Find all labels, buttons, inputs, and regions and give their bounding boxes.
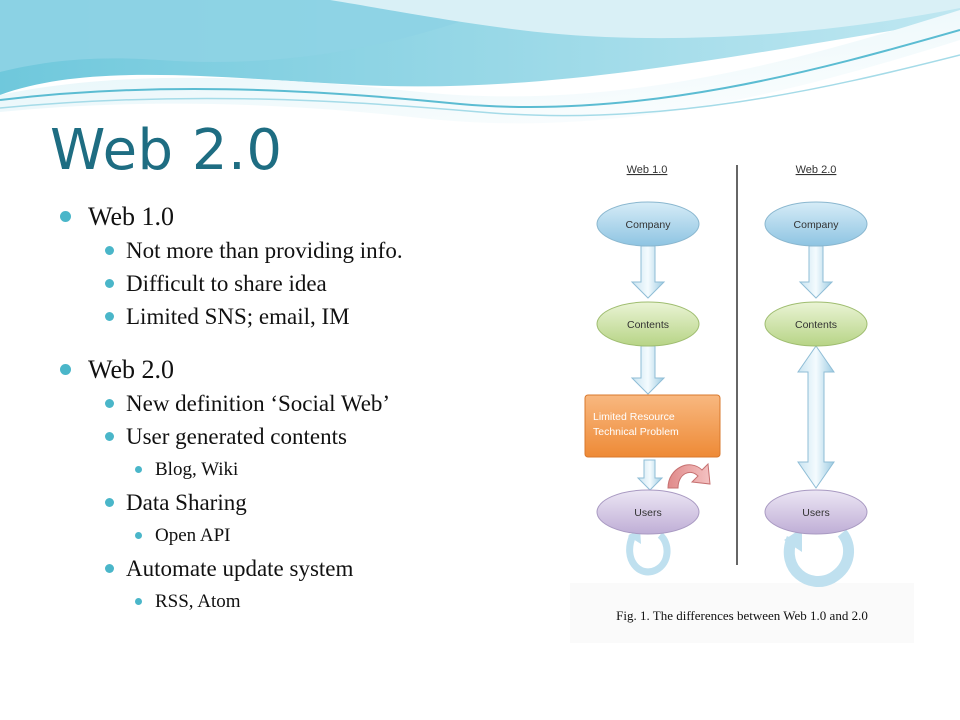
- bullet-subitem: Open API: [60, 519, 560, 552]
- bullet-list: Web 1.0 Not more than providing info. Di…: [60, 200, 560, 618]
- bullet-text: Automate update system: [126, 556, 354, 581]
- limitation-line2: Technical Problem: [593, 426, 679, 438]
- down-arrow-icon: [636, 459, 664, 491]
- bullet-dot: [60, 211, 71, 222]
- limitation-line1: Limited Resource: [593, 411, 675, 423]
- bullet-dot: [105, 279, 114, 288]
- bullet-item: Not more than providing info.: [60, 234, 560, 267]
- bullet-text: Web 2.0: [88, 355, 174, 384]
- bullet-dot: [105, 399, 114, 408]
- bullet-item: User generated contents: [60, 420, 560, 453]
- bullet-item: Difficult to share idea: [60, 267, 560, 300]
- bullet-text: Blog, Wiki: [155, 459, 239, 480]
- bullet-item: New definition ‘Social Web’: [60, 387, 560, 420]
- bullet-dot: [105, 246, 114, 255]
- bullet-text: Web 1.0: [88, 202, 174, 231]
- bullet-dot: [135, 598, 142, 605]
- bullet-text: RSS, Atom: [155, 591, 241, 612]
- slide-title: Web 2.0: [50, 118, 283, 183]
- col2-header: Web 2.0: [796, 164, 837, 176]
- bullet-subitem: RSS, Atom: [60, 585, 560, 618]
- users-label: Users: [802, 507, 829, 519]
- users-node-web20: [764, 489, 868, 535]
- cycle-arrow-head: [784, 528, 802, 552]
- blocked-return-arrow-icon: [667, 462, 711, 489]
- limitation-box: [584, 394, 721, 458]
- bullet-dot: [135, 466, 142, 473]
- bullet-dot: [105, 432, 114, 441]
- bullet-dot: [105, 312, 114, 321]
- users-node-web10: [596, 489, 700, 535]
- company-node-web20: [764, 201, 868, 247]
- header-wave-decoration: [0, 0, 960, 124]
- cycle-arrow-icon: [626, 532, 671, 576]
- bullet-dot: [105, 498, 114, 507]
- bullet-web10: Web 1.0: [60, 200, 560, 234]
- col1-header: Web 1.0: [627, 164, 668, 176]
- web-comparison-diagram: Web 1.0 Web 2.0 Company Contents Users L…: [584, 151, 868, 587]
- bullet-web20: Web 2.0: [60, 353, 560, 387]
- contents-node-web10: [596, 301, 700, 347]
- bullet-text: User generated contents: [126, 424, 347, 449]
- cycle-arrow-icon: [783, 529, 854, 587]
- contents-label: Contents: [627, 319, 669, 331]
- col1-header-box: [597, 151, 697, 187]
- down-arrow-icon: [630, 245, 666, 299]
- bidirectional-arrow-icon: [797, 345, 835, 489]
- bullet-text: Data Sharing: [126, 490, 247, 515]
- company-label: Company: [794, 219, 840, 231]
- down-arrow-icon: [630, 345, 666, 395]
- company-node-web10: [596, 201, 700, 247]
- bullet-item: Automate update system: [60, 552, 560, 585]
- bullet-dot: [105, 564, 114, 573]
- contents-label: Contents: [795, 319, 837, 331]
- bullet-item: Data Sharing: [60, 486, 560, 519]
- bullet-text: Limited SNS; email, IM: [126, 304, 350, 329]
- bullet-item: Limited SNS; email, IM: [60, 300, 560, 333]
- bullet-text: Not more than providing info.: [126, 238, 403, 263]
- bullet-text: Difficult to share idea: [126, 271, 327, 296]
- col2-header-box: [765, 151, 865, 187]
- figure-caption-background: [570, 583, 914, 643]
- users-label: Users: [634, 507, 661, 519]
- bullet-text: Open API: [155, 525, 231, 546]
- bullet-dot: [60, 364, 71, 375]
- contents-node-web20: [764, 301, 868, 347]
- bullet-text: New definition ‘Social Web’: [126, 391, 391, 416]
- bullet-dot: [135, 532, 142, 539]
- company-label: Company: [626, 219, 672, 231]
- figure-caption: Fig. 1. The differences between Web 1.0 …: [616, 608, 868, 623]
- down-arrow-icon: [798, 245, 834, 299]
- bullet-subitem: Blog, Wiki: [60, 453, 560, 486]
